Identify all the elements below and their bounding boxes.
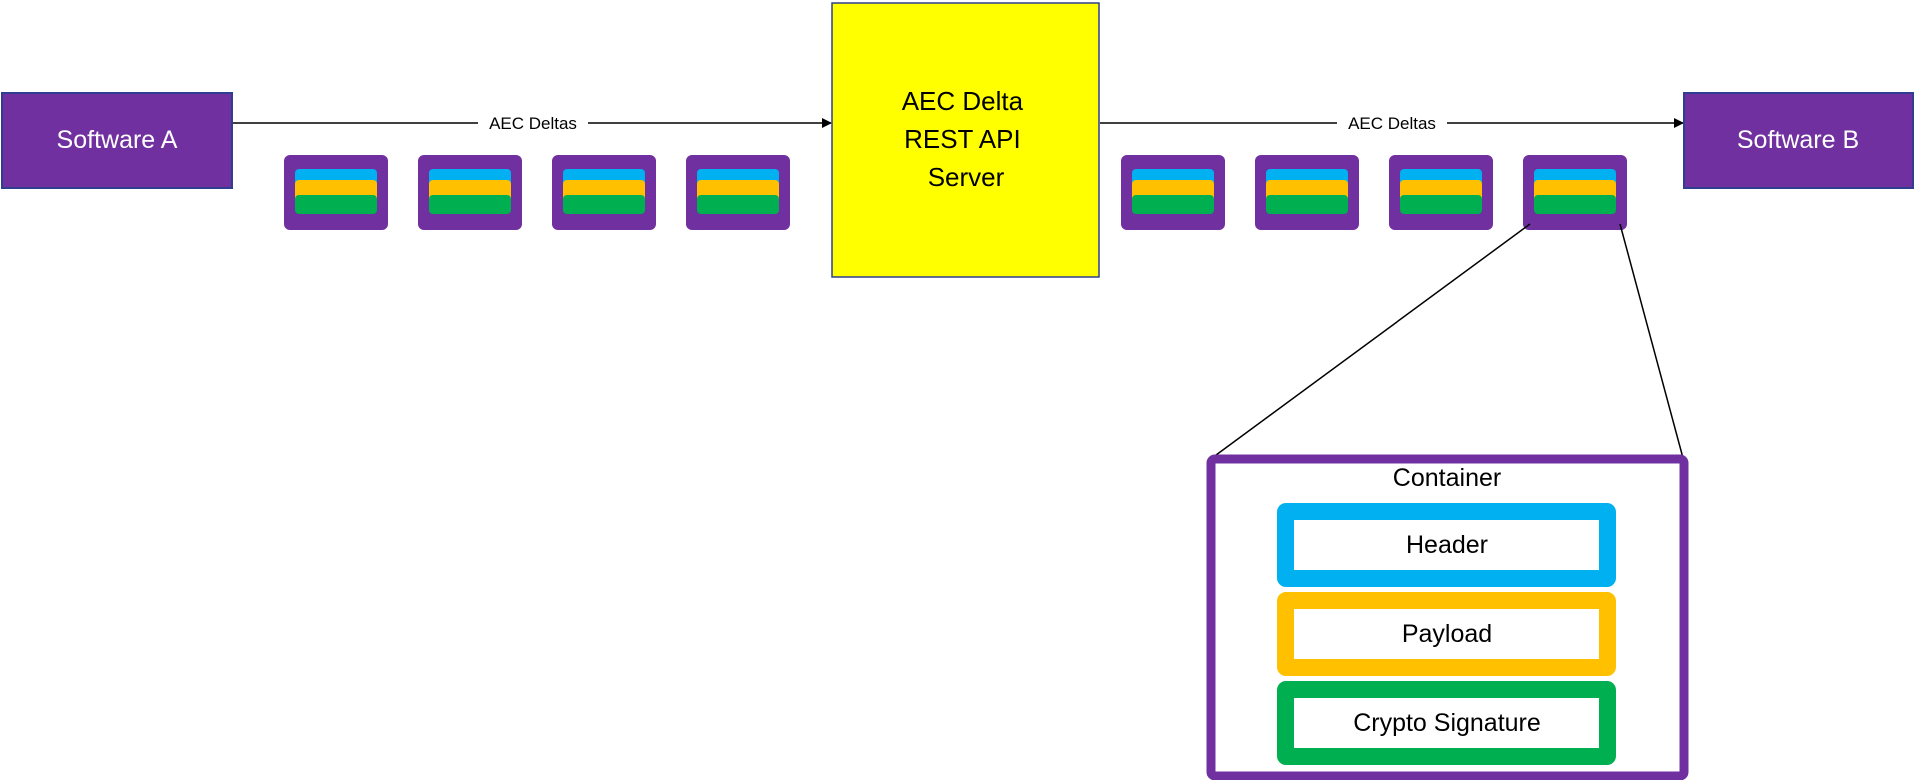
delta-container-icon: [552, 155, 656, 230]
edge-label-right: AEC Deltas: [1348, 114, 1436, 133]
edge-label-bg-left: [478, 113, 588, 133]
node-server-label: AEC Delta REST API Server: [902, 86, 1031, 192]
node-software-a-label: Software A: [57, 126, 178, 154]
edge-label-bg-right: [1337, 113, 1447, 133]
delta-container-icon: [1121, 155, 1225, 230]
node-software-a: Software A: [1, 92, 233, 189]
container-part-header-label: Header: [1406, 531, 1488, 559]
delta-container-icon: [686, 155, 790, 230]
delta-container-icon: [284, 155, 388, 230]
container-part-header: Header: [1277, 503, 1616, 587]
container-part-crypto-signature-label: Crypto Signature: [1353, 709, 1541, 737]
node-server-line-2: REST API: [904, 124, 1021, 154]
container-detail: Container Header Payload Crypto Signatur…: [1206, 454, 1689, 780]
node-server-line-1: AEC Delta: [902, 86, 1024, 116]
container-part-payload-label: Payload: [1402, 620, 1492, 648]
delta-container-icon: [1389, 155, 1493, 230]
node-server: AEC Delta REST API Server: [831, 2, 1100, 278]
zoom-line-left: [1211, 223, 1531, 459]
node-server-line-3: Server: [928, 162, 1005, 192]
delta-container-icon: [1255, 155, 1359, 230]
container-part-payload: Payload: [1277, 592, 1616, 676]
zoom-line-right: [1619, 223, 1684, 459]
container-part-crypto-signature: Crypto Signature: [1277, 681, 1616, 765]
container-detail-title: Container: [1393, 464, 1501, 492]
delta-container-icon: [418, 155, 522, 230]
delta-container-icon-highlighted: [1523, 155, 1627, 230]
edge-label-left: AEC Deltas: [489, 114, 577, 133]
node-software-b: Software B: [1683, 92, 1914, 189]
node-software-b-label: Software B: [1737, 126, 1859, 154]
